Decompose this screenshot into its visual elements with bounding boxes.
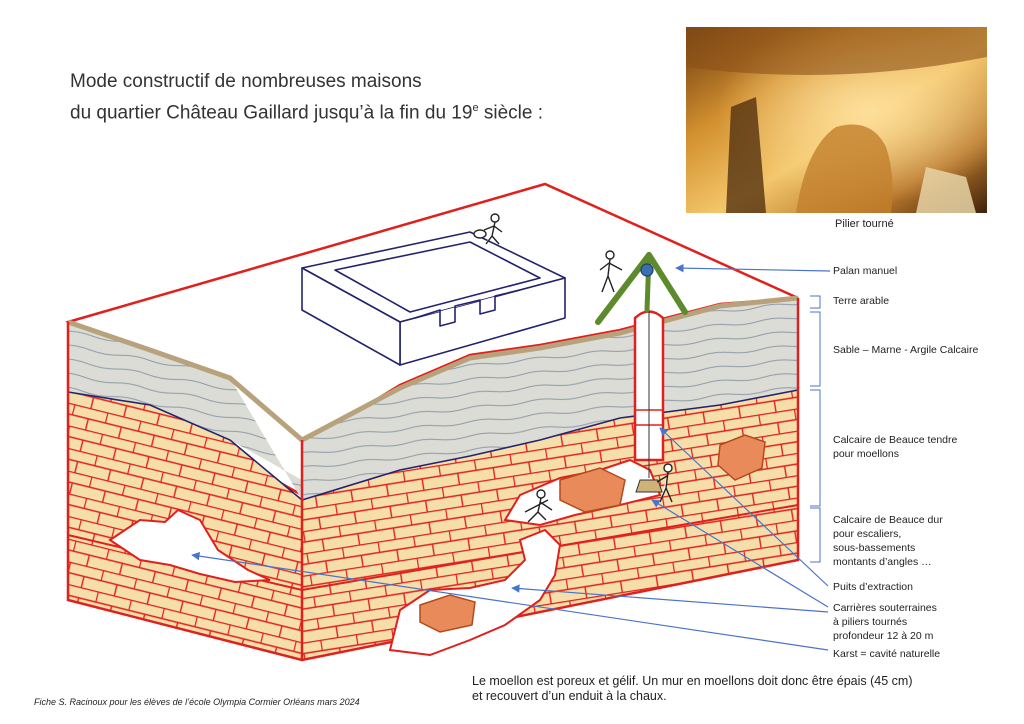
credit-text: Fiche S. Racinoux pour les élèves de l’é… [34, 697, 360, 707]
title-line-2-end: siècle : [478, 102, 543, 124]
label-carrieres-line: profondeur 12 à 20 m [833, 630, 934, 642]
worker-icon [599, 250, 623, 293]
topsoil-line [300, 295, 799, 443]
label-beauce-dur: Calcaire de Beauce dur pour escaliers, s… [833, 513, 943, 569]
note-line-1: Le moellon est poreux et gélif. Un mur e… [472, 674, 913, 688]
title-line-2: du quartier Château Gaillard jusqu’à la … [70, 95, 543, 126]
note-text: Le moellon est poreux et gélif. Un mur e… [472, 674, 913, 704]
worker-icon [524, 489, 553, 523]
label-beauce-tendre: Calcaire de Beauce tendre pour moellons [833, 433, 957, 461]
label-karst: Karst = cavité naturelle [833, 648, 941, 660]
label-terre: Terre arable [833, 295, 890, 307]
block-icon [635, 479, 663, 493]
label-beauce-tendre-line: pour moellons [833, 448, 899, 460]
label-carrieres-line: à piliers tournés [833, 616, 908, 628]
photo-caption: Pilier tourné [835, 218, 894, 230]
label-carrieres: Carrières souterraines à piliers tournés… [833, 601, 937, 643]
label-beauce-tendre-line: Calcaire de Beauce tendre [833, 434, 958, 446]
label-beauce-dur-line: pour escaliers, [833, 528, 902, 540]
sand-layer-left [68, 322, 302, 500]
label-palan: Palan manuel [833, 265, 898, 277]
pillar-3 [419, 594, 476, 633]
title-line-2-text: du quartier Château Gaillard jusqu’à la … [70, 102, 473, 124]
label-sable: Sable – Marne - Argile Calcaire [833, 344, 979, 356]
title-line-1: Mode constructif de nombreuses maisons [70, 71, 422, 92]
house-foundation [301, 231, 566, 366]
label-beauce-dur-line: Calcaire de Beauce dur [833, 514, 943, 526]
pillar-1 [559, 467, 626, 513]
karst-cavity [108, 508, 271, 584]
pulley-icon [640, 263, 654, 277]
title-superscript: e [472, 102, 479, 114]
worker-icon [656, 463, 673, 503]
label-carrieres-line: Carrières souterraines [833, 602, 937, 614]
label-puits: Puits d’extraction [833, 581, 913, 593]
block-outline [66, 298, 800, 662]
worker-icon [473, 213, 503, 245]
pillar-2 [717, 434, 766, 481]
label-beauce-dur-line: montants d’angles … [833, 556, 932, 568]
page-title: Mode constructif de nombreuses maisons d… [70, 68, 543, 126]
pillar-photo [686, 27, 987, 213]
label-beauce-dur-line: sous-bassements [833, 542, 916, 554]
note-line-2: et recouvert d’un enduit à la chaux. [472, 689, 667, 703]
sand-layer-right [302, 298, 798, 500]
